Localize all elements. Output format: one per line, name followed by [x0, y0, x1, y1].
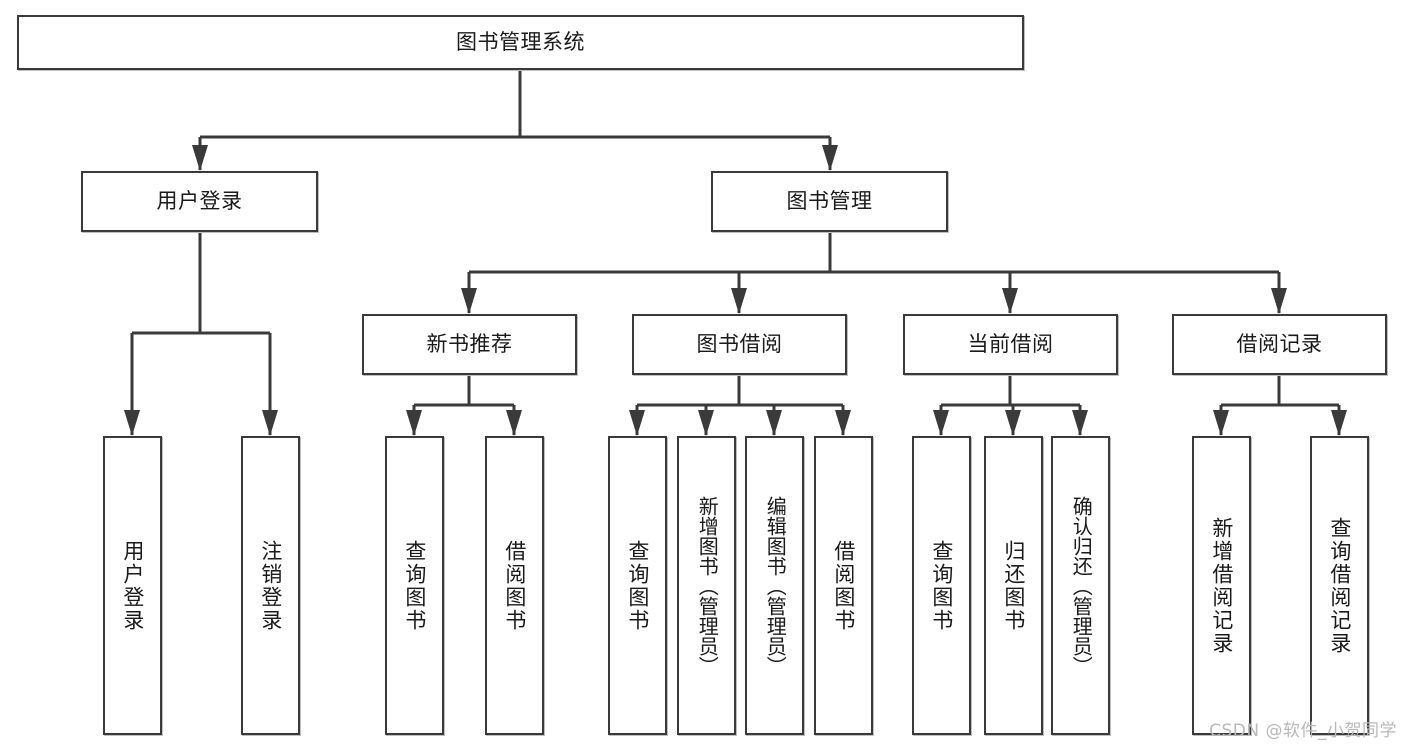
- leaf-node[interactable]: 查询图书: [385, 436, 444, 735]
- leaf-node[interactable]: 新增图书（管理员）: [677, 436, 736, 735]
- leaf-label: 注销登录: [258, 539, 283, 632]
- root-label: 图书管理系统: [456, 30, 585, 55]
- level1-label: 用户登录: [156, 189, 243, 214]
- leaf-label: 查询图书: [402, 539, 427, 632]
- level2-label: 当前借阅: [967, 332, 1054, 357]
- leaf-label: 编辑图书（管理员）: [763, 495, 788, 676]
- level2-label: 借阅记录: [1236, 332, 1323, 357]
- level2-node[interactable]: 图书借阅: [632, 314, 847, 375]
- leaf-node[interactable]: 编辑图书（管理员）: [745, 436, 804, 735]
- level1-node[interactable]: 图书管理: [711, 171, 948, 232]
- leaf-label: 查询图书: [929, 539, 954, 632]
- leaf-node[interactable]: 确认归还（管理员）: [1051, 436, 1110, 735]
- leaf-label: 查询借阅记录: [1327, 516, 1352, 655]
- leaf-node[interactable]: 查询图书: [608, 436, 667, 735]
- leaf-label: 借阅图书: [831, 539, 856, 632]
- level1-label: 图书管理: [786, 189, 873, 214]
- level1-node[interactable]: 用户登录: [81, 171, 318, 232]
- leaf-node[interactable]: 借阅图书: [485, 436, 544, 735]
- level2-node[interactable]: 借阅记录: [1172, 314, 1387, 375]
- level2-node[interactable]: 新书推荐: [362, 314, 577, 375]
- leaf-label: 新增借阅记录: [1209, 516, 1234, 655]
- leaf-label: 查询图书: [625, 539, 650, 632]
- level2-label: 图书借阅: [696, 332, 783, 357]
- leaf-node[interactable]: 归还图书: [984, 436, 1043, 735]
- watermark-text: CSDN @软件_小贺同学: [1209, 721, 1397, 741]
- leaf-label: 用户登录: [120, 539, 145, 632]
- leaf-node[interactable]: 新增借阅记录: [1192, 436, 1251, 735]
- leaf-node[interactable]: 注销登录: [241, 436, 300, 735]
- leaf-label: 归还图书: [1001, 539, 1026, 632]
- leaf-node[interactable]: 查询借阅记录: [1310, 436, 1369, 735]
- leaf-node[interactable]: 用户登录: [103, 436, 162, 735]
- leaf-label: 新增图书（管理员）: [695, 495, 720, 676]
- root-node[interactable]: 图书管理系统: [17, 15, 1024, 70]
- leaf-node[interactable]: 查询图书: [912, 436, 971, 735]
- leaf-label: 借阅图书: [502, 539, 527, 632]
- level2-node[interactable]: 当前借阅: [903, 314, 1118, 375]
- level2-label: 新书推荐: [426, 332, 513, 357]
- leaf-node[interactable]: 借阅图书: [814, 436, 873, 735]
- leaf-label: 确认归还（管理员）: [1069, 495, 1094, 676]
